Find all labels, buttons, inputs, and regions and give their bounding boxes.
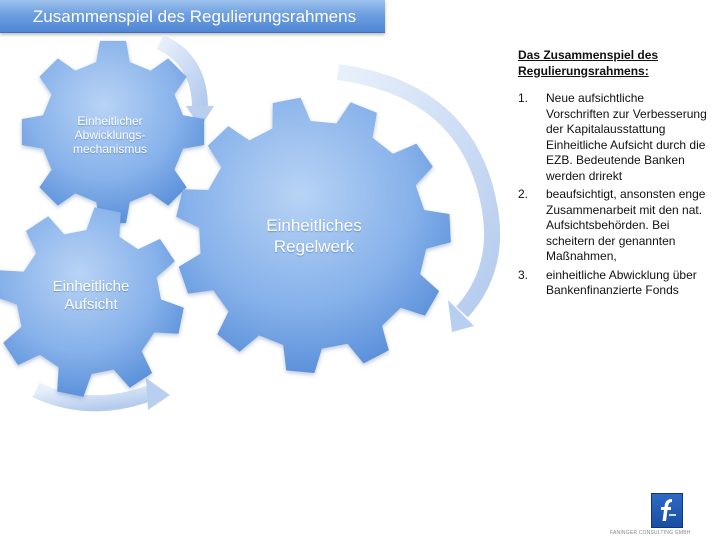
list-text: beaufsichtigt, ansonsten enge Zusammenar… xyxy=(546,187,706,263)
list-item: 1. Neue aufsichtliche Vorschriften zur V… xyxy=(518,91,710,184)
list-number: 1. xyxy=(518,91,529,105)
logo-mark-icon xyxy=(661,499,676,521)
gear-mechanism xyxy=(21,40,205,224)
gears-group xyxy=(0,40,451,397)
company-logo xyxy=(651,493,683,528)
gear-rulebook xyxy=(176,97,451,373)
side-heading: Das Zusammenspiel des Regulierungsrahmen… xyxy=(518,48,659,78)
gear-label-mechanism: Einheitlicher Abwicklungs-mechanismus xyxy=(72,114,148,156)
arrow-right xyxy=(336,64,501,332)
list-number: 2. xyxy=(518,187,529,201)
side-panel: Das Zusammenspiel des Regulierungsrahmen… xyxy=(518,48,710,302)
arrow-bottom xyxy=(32,378,170,412)
list-item: 3. einheitliche Abwicklung über Bankenfi… xyxy=(518,268,710,299)
list-text: einheitliche Abwicklung über Bankenfinan… xyxy=(546,267,697,298)
side-list: 1. Neue aufsichtliche Vorschriften zur V… xyxy=(518,91,710,299)
gear-label-supervision: Einheitliche Aufsicht xyxy=(52,278,130,313)
cycle-arrows xyxy=(32,34,501,412)
list-text: Neue aufsichtliche Vorschriften zur Verb… xyxy=(546,91,707,183)
gear-label-rulebook: Einheitliches Regelwerk xyxy=(266,216,362,256)
slide-title: Zusammenspiel des Regulierungsrahmens xyxy=(0,0,385,33)
list-number: 3. xyxy=(518,267,529,282)
gear-supervision xyxy=(0,207,184,397)
list-item: 2. beaufsichtigt, ansonsten enge Zusamme… xyxy=(518,187,710,265)
arrow-top xyxy=(156,34,214,128)
logo-company-name: FANINGER CONSULTING GMBH xyxy=(610,530,691,536)
